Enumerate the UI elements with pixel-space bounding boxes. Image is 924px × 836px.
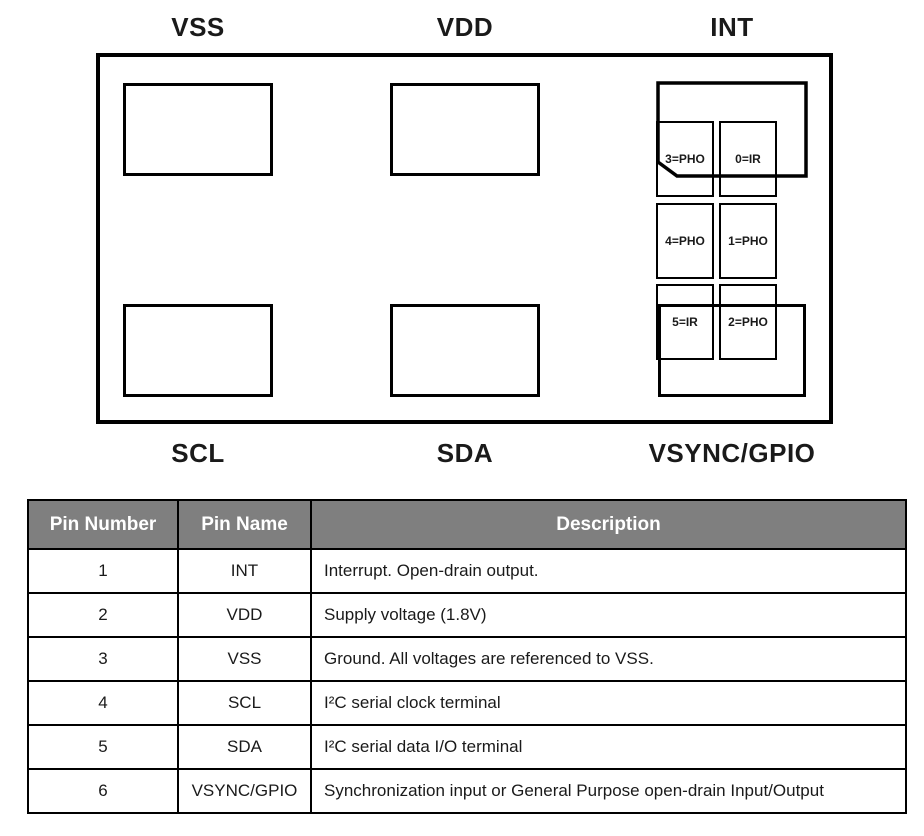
pin-number-cell: 5 xyxy=(27,724,179,770)
chip-outline xyxy=(96,53,833,424)
pin-label-sda: SDA xyxy=(436,438,494,468)
table-row: 4 SCL I²C serial clock terminal xyxy=(27,680,907,726)
pin-label-vdd: VDD xyxy=(436,12,494,42)
sensor-cell-label: 1=PHO xyxy=(728,234,768,248)
sensor-cell-1-pho: 1=PHO xyxy=(719,203,777,279)
pin-label-int: INT xyxy=(710,12,754,42)
table-row: 2 VDD Supply voltage (1.8V) xyxy=(27,592,907,638)
column-header-pin-number: Pin Number xyxy=(27,499,179,550)
sensor-cell-label: 5=IR xyxy=(672,315,698,329)
pin-diagram: VSS VDD INT 3=PHO 0=IR 4=PHO 1=PHO 5=IR xyxy=(96,12,833,468)
pin-description-cell: Interrupt. Open-drain output. xyxy=(310,548,907,594)
sensor-cell-label: 2=PHO xyxy=(728,315,768,329)
pin-number-cell: 1 xyxy=(27,548,179,594)
pin-name-cell: VSYNC/GPIO xyxy=(177,768,312,814)
pin-name-cell: INT xyxy=(177,548,312,594)
sensor-cell-2-pho: 2=PHO xyxy=(719,284,777,360)
sensor-cell-label: 3=PHO xyxy=(665,152,705,166)
pin-description-cell: Ground. All voltages are referenced to V… xyxy=(310,636,907,682)
pad-sda xyxy=(390,304,540,397)
pin-description-table: Pin Number Pin Name Description 1 INT In… xyxy=(27,499,907,814)
table-row: 1 INT Interrupt. Open-drain output. xyxy=(27,548,907,594)
pin-name-cell: SDA xyxy=(177,724,312,770)
pad-vsync-gpio xyxy=(658,304,806,397)
pin-description-cell: Synchronization input or General Purpose… xyxy=(310,768,907,814)
pin-name-cell: VDD xyxy=(177,592,312,638)
sensor-cell-4-pho: 4=PHO xyxy=(656,203,714,279)
pad-scl xyxy=(123,304,273,397)
pin-number-cell: 2 xyxy=(27,592,179,638)
pin-name-cell: SCL xyxy=(177,680,312,726)
pin-label-vss: VSS xyxy=(171,12,225,42)
pin-number-cell: 3 xyxy=(27,636,179,682)
pin-number-cell: 4 xyxy=(27,680,179,726)
table-header-row: Pin Number Pin Name Description xyxy=(27,499,907,550)
pin-name-cell: VSS xyxy=(177,636,312,682)
pin-description-cell: Supply voltage (1.8V) xyxy=(310,592,907,638)
pin-label-vsync-gpio: VSYNC/GPIO xyxy=(648,438,816,468)
table-row: 6 VSYNC/GPIO Synchronization input or Ge… xyxy=(27,768,907,814)
pin-description-cell: I²C serial clock terminal xyxy=(310,680,907,726)
sensor-cell-5-ir: 5=IR xyxy=(656,284,714,360)
sensor-cell-label: 4=PHO xyxy=(665,234,705,248)
sensor-cell-label: 0=IR xyxy=(735,152,761,166)
pin-number-cell: 6 xyxy=(27,768,179,814)
pin-label-scl: SCL xyxy=(171,438,225,468)
table-row: 3 VSS Ground. All voltages are reference… xyxy=(27,636,907,682)
column-header-description: Description xyxy=(310,499,907,550)
pad-int xyxy=(656,81,808,178)
pin-description-cell: I²C serial data I/O terminal xyxy=(310,724,907,770)
sensor-cell-3-pho: 3=PHO xyxy=(656,121,714,197)
sensor-cell-0-ir: 0=IR xyxy=(719,121,777,197)
table-row: 5 SDA I²C serial data I/O terminal xyxy=(27,724,907,770)
column-header-pin-name: Pin Name xyxy=(177,499,312,550)
pad-vss xyxy=(123,83,273,176)
pad-vdd xyxy=(390,83,540,176)
